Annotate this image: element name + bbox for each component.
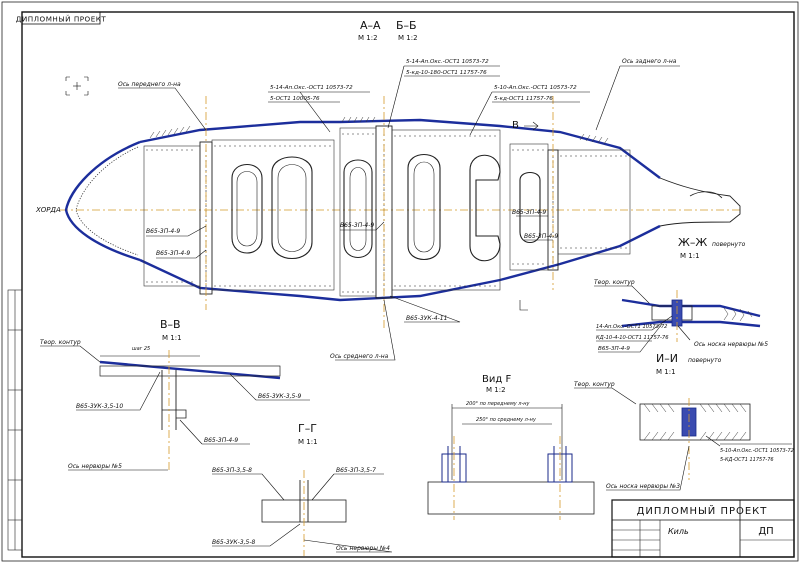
view-gg: Г–Г М 1:1 В65-3П-3,5-8 В65-3П-3,5-7 В65-… — [212, 422, 393, 556]
section-label-bb: Б–Б — [396, 19, 417, 32]
view-ii: И–И повернуто М 1:1 Теор. контур 5-10-Ап… — [574, 352, 794, 491]
view-ii-scale: М 1:1 — [656, 368, 676, 376]
doc-stamp-text: ДИПЛОМНЫЙ ПРОЕКТ — [16, 15, 107, 24]
view-vv-rivet-1: В65-3УК-3,5-10 — [76, 403, 123, 410]
view-gg-rivet-3: В65-3УК-3,5-8 — [212, 539, 256, 546]
view-vv-title: В–В — [160, 318, 181, 331]
view-zhzh-contour: Теор. контур — [594, 279, 635, 286]
view-ii-contour: Теор. контур — [574, 381, 615, 388]
view-f-dim-front: 200° по переднему л-ну — [466, 401, 531, 407]
view-f-dim-mid: 250° по среднему л-ну — [476, 417, 537, 423]
bolt-callout-b1: 5-14-Ап.Окс.-ОСТ1 10573-72 — [270, 85, 353, 91]
rear-spar-axis-label: Ось заднего л-на — [622, 58, 677, 65]
bolt-callout-a2: 5-кд-10-180-ОСТ1 11757-76 — [406, 70, 487, 76]
bolt-callout-c2: 5-кд-ОСТ1 11757-76 — [494, 96, 553, 102]
scale-aa: М 1:2 — [358, 34, 378, 42]
scale-bb: М 1:2 — [398, 34, 418, 42]
chord-label: ХОРДА — [35, 206, 61, 214]
view-vv-rivet-3: В65-3П-4-9 — [204, 437, 238, 444]
title-block-title: ДИПЛОМНЫЙ ПРОЕКТ — [637, 504, 768, 517]
lightening-holes — [231, 154, 541, 262]
trailing-edge-cap — [659, 177, 741, 227]
rivet-callout-4: В65-3П-4-9 — [512, 209, 546, 216]
rivet-callout-7: В65-3УК-4-11 — [406, 315, 447, 322]
view-gg-title: Г–Г — [298, 422, 317, 435]
view-vv-scale: М 1:1 — [162, 334, 182, 342]
view-vv-rib-axis: Ось нервюры №5 — [68, 463, 122, 470]
view-gg-scale: М 1:1 — [298, 438, 318, 446]
bolt-callout-c1: 5-10-Ап.Окс.-ОСТ1 10573-72 — [494, 85, 577, 91]
bolt-callout-b2: 5-ОСТ1 10005-76 — [270, 96, 320, 102]
top-left-stamp: ДИПЛОМНЫЙ ПРОЕКТ — [16, 11, 107, 25]
bolt-callout-a1: 5-14-Ап.Окс.-ОСТ1 10573-72 — [406, 59, 489, 65]
section-label-aa: А–А — [360, 19, 381, 32]
view-gg-rib-axis: Ось нервюры №4 — [336, 545, 390, 552]
view-ii-bolt-1: 5-10-Ап.Окс.-ОСТ1 10573-72 — [720, 448, 794, 454]
rivet-callout-5: В65-3П-4-9 — [524, 233, 558, 240]
view-zhzh-rivet: В65-3П-4-9 — [598, 346, 630, 352]
title-block: ДИПЛОМНЫЙ ПРОЕКТ Киль ДП — [611, 499, 795, 558]
view-zhzh-bolt-1: 14-Ап.Окс.-ОСТ1 10573-72 — [596, 324, 667, 330]
view-f-title: Вид F — [482, 374, 511, 385]
section-marker-v: В — [512, 120, 519, 131]
view-ii-title: И–И — [656, 352, 678, 365]
view-vv-rivet-2: В65-3УК-3,5-9 — [258, 393, 302, 400]
view-ii-bolt-2: 5-КД-ОСТ1 11757-76 — [720, 457, 774, 463]
view-zhzh-rib-nose: Ось носка нервюры №5 — [694, 341, 768, 348]
rivet-callout-2: В65-3П-4-9 — [156, 250, 190, 257]
view-zhzh-note: повернуто — [712, 241, 746, 248]
view-zhzh-title: Ж–Ж — [678, 236, 707, 249]
view-vv: В–В М 1:1 Теор. контур шаг 25 В65-3УК-3,… — [40, 318, 310, 471]
view-f: Вид F М 1:2 200° по переднему л-ну 250° … — [427, 374, 595, 520]
lower-skin — [139, 224, 661, 302]
title-block-name: Киль — [668, 527, 689, 536]
sheet-inner-frame — [21, 11, 795, 558]
main-section-view: А–А Б–Б М 1:2 М 1:2 ХОРДА — [35, 19, 741, 361]
view-zhzh-scale: М 1:1 — [680, 252, 700, 260]
left-margin-stamps — [7, 289, 23, 551]
middle-spar-axis-label: Ось среднего л-на — [330, 353, 389, 360]
front-spar-axis-label: Ось переднего л-на — [118, 81, 181, 88]
view-f-scale: М 1:2 — [486, 386, 506, 394]
view-ii-note: повернуто — [688, 357, 722, 364]
leading-edge-nose-skin — [64, 140, 141, 262]
crosshair-symbol — [65, 76, 89, 96]
view-gg-rivet-2: В65-3П-3,5-7 — [336, 467, 376, 474]
view-zhzh: Ж–Ж повернуто М 1:1 Теор. контур 14-Ап.О… — [594, 236, 768, 353]
view-vv-contour: Теор. контур — [40, 339, 81, 346]
view-ii-rib-nose: Ось носка нервюры №3 — [606, 483, 680, 490]
upper-flange-hatching — [149, 116, 609, 145]
view-vv-step: шаг 25 — [132, 346, 150, 352]
title-block-mark: ДП — [758, 526, 773, 537]
view-zhzh-bolt-2: КД-10-4-10-ОСТ1 11757-76 — [596, 335, 669, 341]
upper-skin — [139, 118, 661, 179]
rivet-callout-1: В65-3П-4-9 — [146, 228, 180, 235]
view-gg-rivet-1: В65-3П-3,5-8 — [212, 467, 252, 474]
rivet-callout-3: В65-3П-4-9 — [340, 222, 374, 229]
